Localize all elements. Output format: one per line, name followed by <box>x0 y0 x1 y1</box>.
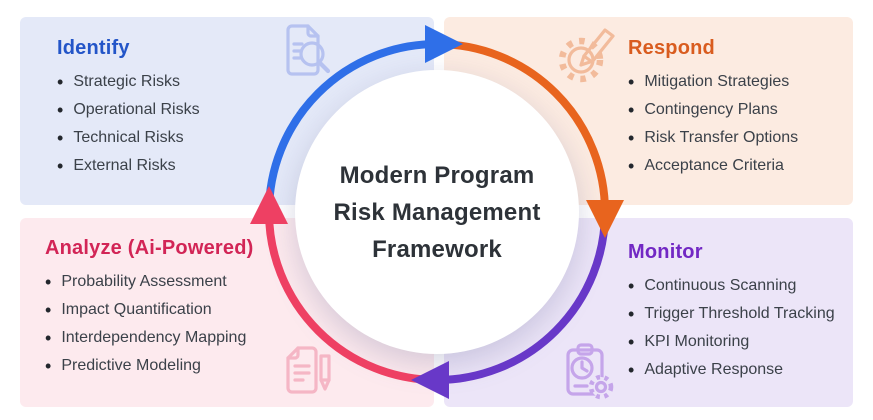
analyze-section: Analyze (Ai-Powered) Probability Assessm… <box>45 236 253 385</box>
list-item: Contingency Plans <box>628 101 798 119</box>
list-item: Trigger Threshold Tracking <box>628 305 834 323</box>
framework-title-line-2: Risk Management <box>333 198 541 226</box>
framework-title-line-3: Framework <box>372 235 502 263</box>
document-pen-icon <box>268 334 344 415</box>
list-item: KPI Monitoring <box>628 333 835 351</box>
gear-pencil-icon <box>548 14 624 95</box>
center-circle: Modern Program Risk Management Framework <box>295 70 579 354</box>
list-item: Impact Quantification <box>45 301 253 319</box>
identify-heading: Identify <box>57 37 130 59</box>
clipboard-gear-icon <box>549 334 625 415</box>
respond-heading: Respond <box>628 37 715 59</box>
framework-title: Modern Program Risk Management Framework <box>333 157 540 268</box>
framework-title-line-1: Modern Program <box>339 161 535 189</box>
respond-section: Respond Mitigation Strategies Contingenc… <box>628 36 798 185</box>
list-item: External Risks <box>57 157 200 175</box>
analyze-heading: Analyze (Ai-Powered) <box>45 237 254 259</box>
document-search-icon <box>266 14 342 95</box>
list-item: Risk Transfer Options <box>628 129 798 147</box>
list-item: Mitigation Strategies <box>628 73 798 91</box>
list-item: Technical Risks <box>57 129 200 147</box>
monitor-list: Continuous Scanning Trigger Threshold Tr… <box>628 277 835 379</box>
monitor-heading: Monitor <box>628 241 703 263</box>
list-item: Strategic Risks <box>57 73 200 91</box>
identify-list: Strategic Risks Operational Risks Techni… <box>57 73 200 175</box>
identify-section: Identify Strategic Risks Operational Ris… <box>57 36 200 185</box>
list-item: Acceptance Criteria <box>628 157 798 175</box>
list-item: Operational Risks <box>57 101 199 119</box>
list-item: Adaptive Response <box>628 361 835 379</box>
analyze-list: Probability Assessment Impact Quantifica… <box>45 273 253 375</box>
respond-list: Mitigation Strategies Contingency Plans … <box>628 73 798 175</box>
list-item: Predictive Modeling <box>45 357 253 375</box>
list-item: Probability Assessment <box>45 273 253 291</box>
monitor-section: Monitor Continuous Scanning Trigger Thre… <box>628 240 835 389</box>
list-item: Interdependency Mapping <box>45 329 253 347</box>
list-item: Continuous Scanning <box>628 277 835 295</box>
